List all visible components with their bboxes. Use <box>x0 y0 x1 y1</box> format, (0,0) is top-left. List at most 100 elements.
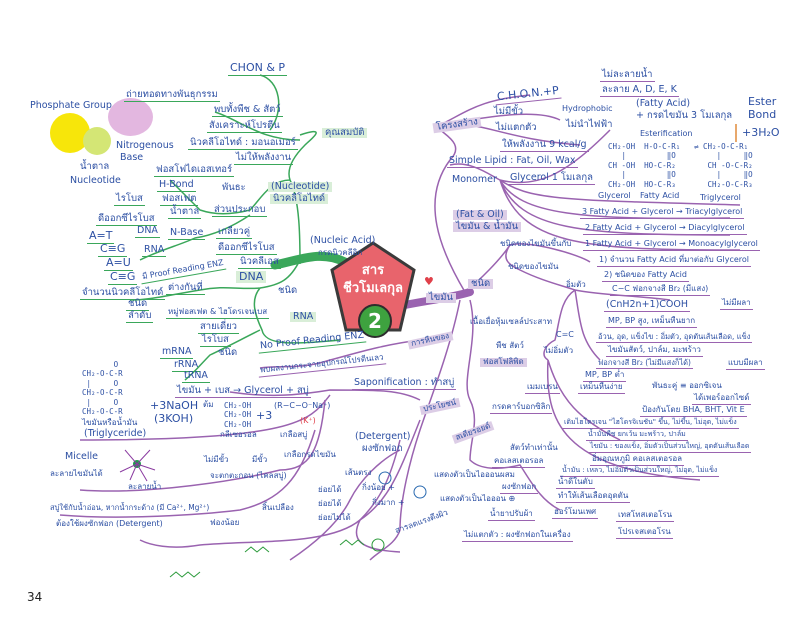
surf-item: ผงซักฟอก <box>500 482 539 494</box>
pair-cg: C≡G <box>98 242 128 258</box>
struct-item: ให้พลังงาน 9 kcal/g <box>500 139 589 153</box>
fatty-acid-caption: Fatty Acid <box>640 191 680 200</box>
steroid-item: ทำให้เส้นเลือดอุดตัน <box>556 491 631 503</box>
depends-item: 1) จำนวน Fatty Acid ที่มาต่อกับ Glycerol <box>597 255 752 267</box>
triglycerol-caption: Triglycerol <box>700 193 741 202</box>
steroid-item: เทสโทสเตอโรน <box>616 510 675 522</box>
sat-item: C−C ฟอกจางสี Br₂ (มีแสง) <box>610 284 711 296</box>
glycerol-caption: Glycerol <box>598 191 631 200</box>
differ-node: ต่างกันที่ <box>166 282 205 296</box>
steroid-item: คอเลสเตอรอล <box>492 456 546 468</box>
sat-item: อ้วน, อุด, แข็งไข : อิ่มตัว, อุดตันเส้นเ… <box>596 332 753 344</box>
steroid-item: โปรเจสเตอโรน <box>616 527 673 539</box>
heart-icon: ♥ <box>424 275 434 288</box>
acyl-item: 1 Fatty Acid + Glycerol → Monoacylglycer… <box>583 239 760 251</box>
nitrogenous-base-label-2: Base <box>120 152 144 163</box>
koh-label: (3KOH) <box>154 412 194 425</box>
naoh-label: +3NaOH <box>150 399 199 412</box>
triglyceride-th: ไขมันหรือน้ำมัน <box>82 418 138 427</box>
boil-label: ต้ม <box>203 400 214 409</box>
properties-node: คุณสมบัติ <box>322 127 368 139</box>
rna-types-node: ชนิด <box>218 347 238 358</box>
differ-item: ลำดับ <box>126 310 154 324</box>
base-blob <box>108 98 153 136</box>
page-number: 34 <box>27 590 43 604</box>
detergent-item: เส้นตรง <box>345 468 372 477</box>
unsat-item: น้ำมัน : เหลว, ไม่อิ่มตัวเป็นส่วนใหญ่, ไ… <box>560 466 720 477</box>
struct-item: ละลาย A, D, E, K <box>600 84 679 98</box>
unsat-item: ฟอกจางสี Br₂ (ไม่มีแสงก็ได้) <box>596 358 693 370</box>
nucleotide-node: (Nucleotide) <box>268 181 333 193</box>
triglyceride-label: (Triglyceride) <box>84 428 147 439</box>
nucleotide-node-th: นิวคลีโอไทด์ <box>270 193 329 205</box>
deoxyribose: ดีออกซีไรโบส <box>96 213 157 227</box>
differ-item: ชนิด <box>126 298 150 312</box>
surf-item: น้ำยาปรับผ้า <box>488 509 535 521</box>
potassium-label: (K⁺) <box>300 416 316 425</box>
monomer-label: Monomer <box>452 174 497 185</box>
lipid-node: ไขมัน <box>426 292 457 304</box>
simple-lipid: Simple Lipid : Fat, Oil, Wax <box>447 155 578 169</box>
steroid-item: สัตว์ทำเท่านั้น <box>510 443 558 452</box>
struct-item: ไม่แตกตัว <box>496 122 537 133</box>
triglyceride-formula: O CH₂-O-C-R | O CH₂-O-C-R | O CH₂-O-C-R <box>82 360 123 416</box>
depends-item: 2) ชนิดของ Fatty Acid <box>602 270 689 282</box>
lipid-types-node: ชนิด <box>468 278 494 290</box>
bond-item: ฟอสโฟไดเอสเทอร์ <box>154 164 235 178</box>
prop-item: พบทั้งพืช & สัตว์ <box>212 104 283 118</box>
struct-item: ไม่ละลายน้ำ <box>600 69 655 83</box>
detergent-item: กิ่งมาก + <box>372 498 405 507</box>
unsaturated-node: ไม่อิ่มตัว <box>544 346 574 355</box>
nonpolar-label: ไม่มีขั้ว <box>204 455 229 464</box>
fatty-salt-label: เกลือกรดไขมัน <box>284 450 336 459</box>
nucleic-acid-title-th: กรดนิวคลีอิก <box>318 248 363 257</box>
esterification-formula-right: ⇌ CH₂-O-C-R₁ | ‖O CH -O-C-R₂ | ‖O CH₂-O-… <box>694 142 753 189</box>
prop-item: สังเคราะห์โปรตีน <box>207 120 282 134</box>
differ-item: จำนวนนิวคลีโอไทด์ <box>80 287 166 301</box>
bond-item: H-Bond <box>157 179 196 193</box>
prop-item: นิวคลีโอไทด์ : มอนอเมอร์ <box>188 137 298 151</box>
dna-prop: นิวคลีเอส <box>238 256 281 270</box>
unsat-item: อิ่มอุณหภูมิ คอเลสเตอรอล <box>590 454 685 466</box>
saponification-eq: ไขมัน + เบส → Glycerol + สบู่ <box>175 385 311 399</box>
unsat-item: แบบมีผลา <box>726 358 765 370</box>
unsat-item: เติมไฮโดรเจน "ไฮโดรจิเนชัน" ขึ้น, ไม่ขึ้… <box>562 418 739 429</box>
detergent-item: กิ่งน้อย + <box>362 483 395 492</box>
phosphate: ฟอสเฟต <box>160 193 199 207</box>
precipitate-label: จะตกตะกอน (ไคลสบู่) <box>210 471 287 480</box>
esterification-label: Esterification <box>640 129 693 138</box>
central-topic: สารชีวโมเลกุล 2 <box>330 240 416 338</box>
phospho-item: เนื้อเยื่อหุ้มเซลล์ประสาท <box>470 317 553 326</box>
wasteful-label: สิ้นเปลือง <box>262 503 294 512</box>
micelle-desc: ละลายไขมันได้ <box>50 469 103 478</box>
unsat-bond: C=C <box>556 330 574 339</box>
struct-item: Hydrophobic <box>562 104 613 113</box>
glycerol-formula: CH₂-OH CH₂-OH CH₂-OH <box>224 401 252 429</box>
struct-item: ไม่มีขั้ว <box>494 106 524 117</box>
n-base-node: N-Base <box>168 227 206 241</box>
rna-kind: rRNA <box>172 359 201 373</box>
unsat-item: เหม็นหืนง่าย <box>578 382 625 394</box>
micelle-label: Micelle <box>65 451 99 462</box>
sat-item: ไขมันสัตว์, ปาล์ม, มะพร้าว <box>606 345 703 357</box>
center-title-1: สาร <box>361 263 385 278</box>
steroid-item: กรดคาร์บอกซิลิก <box>490 402 553 414</box>
phosphate-group-label: Phosphate Group <box>30 100 112 111</box>
soap-salt-label: เกลือสบู่ <box>280 430 308 439</box>
prop-item: ถ่ายทอดทางพันธุกรรม <box>124 89 220 103</box>
rna-kind: mRNA <box>160 346 194 360</box>
nucleic-acid-title: (Nucleic Acid) <box>310 235 376 246</box>
surf-item: แสดงตัวเป็นไอออน ⊕ <box>440 494 516 503</box>
phospho-item: เมมเบรน <box>525 382 560 394</box>
fat-oil-node-th: ไขมัน & น้ำมัน <box>453 221 522 233</box>
soap-salt-formula: (R−C−O⁻Na⁺) <box>274 401 331 410</box>
fatty-acid-head: (Fatty Acid) <box>636 98 691 109</box>
phospholipid-node: ฟอสโฟลิพิด <box>480 357 527 367</box>
ester-label: Ester <box>748 95 777 108</box>
saponification-node: Saponification : ทำสบู่ <box>352 377 457 391</box>
components-node: ส่วนประกอบ <box>212 204 268 218</box>
bond-node: พันธะ <box>222 182 246 193</box>
fatty-acid-3: + กรดไขมัน 3 โมเลกุล <box>636 110 733 121</box>
detergent-item: ย่อยไม่ได้ <box>318 513 351 522</box>
detergent-node-th: ผงซักฟอก <box>362 443 403 454</box>
